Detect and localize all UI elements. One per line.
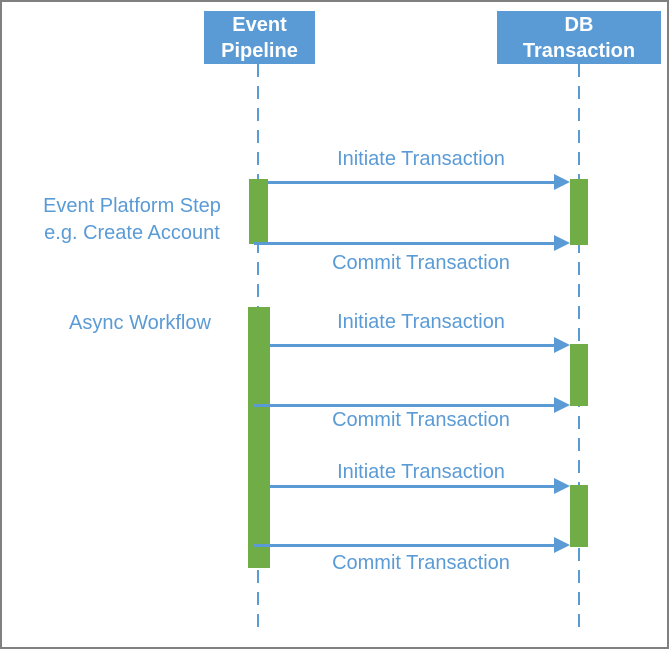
arrow-line — [254, 543, 557, 547]
arrowhead-right-icon — [554, 174, 570, 190]
message-arrow-initiate-2 — [270, 337, 570, 353]
actor-box-db-transaction: DB Transaction — [497, 11, 661, 64]
activation-bar-db-2 — [570, 344, 588, 406]
arrowhead-right-icon — [554, 235, 570, 251]
actor-box-event-pipeline: Event Pipeline — [204, 11, 315, 64]
activation-bar-async-workflow — [248, 307, 270, 568]
message-label-commit-1: Commit Transaction — [332, 252, 510, 274]
arrow-line — [268, 180, 557, 184]
annotation-line: Async Workflow — [69, 312, 211, 334]
arrowhead-right-icon — [554, 478, 570, 494]
message-arrow-initiate-1 — [268, 174, 570, 190]
message-arrow-commit-3 — [254, 537, 570, 553]
annotation-async-workflow: Async Workflow — [26, 310, 254, 337]
activation-bar-db-3 — [570, 485, 588, 547]
arrow-line — [254, 241, 557, 245]
annotation-line: e.g. Create Account — [44, 222, 220, 244]
actor-label-line: Pipeline — [221, 39, 298, 62]
arrow-line — [254, 403, 557, 407]
message-label-initiate-3: Initiate Transaction — [337, 461, 505, 483]
message-arrow-commit-2 — [254, 397, 570, 413]
annotation-line: Event Platform Step — [43, 195, 221, 217]
message-arrow-initiate-3 — [270, 478, 570, 494]
message-arrow-commit-1 — [254, 235, 570, 251]
message-label-commit-3: Commit Transaction — [332, 552, 510, 574]
actor-label-line: Event — [232, 13, 287, 36]
message-label-initiate-1: Initiate Transaction — [337, 148, 505, 170]
arrowhead-right-icon — [554, 337, 570, 353]
arrowhead-right-icon — [554, 397, 570, 413]
actor-label-line: DB — [564, 13, 594, 36]
arrow-line — [270, 343, 557, 347]
activation-bar-event-step — [249, 179, 268, 244]
annotation-event-platform-step: Event Platform Step e.g. Create Account — [17, 193, 247, 247]
activation-bar-db-1 — [570, 179, 588, 245]
arrowhead-right-icon — [554, 537, 570, 553]
message-label-initiate-2: Initiate Transaction — [337, 311, 505, 333]
arrow-line — [270, 484, 557, 488]
actor-label-line: Transaction — [522, 39, 636, 62]
message-label-commit-2: Commit Transaction — [332, 409, 510, 431]
